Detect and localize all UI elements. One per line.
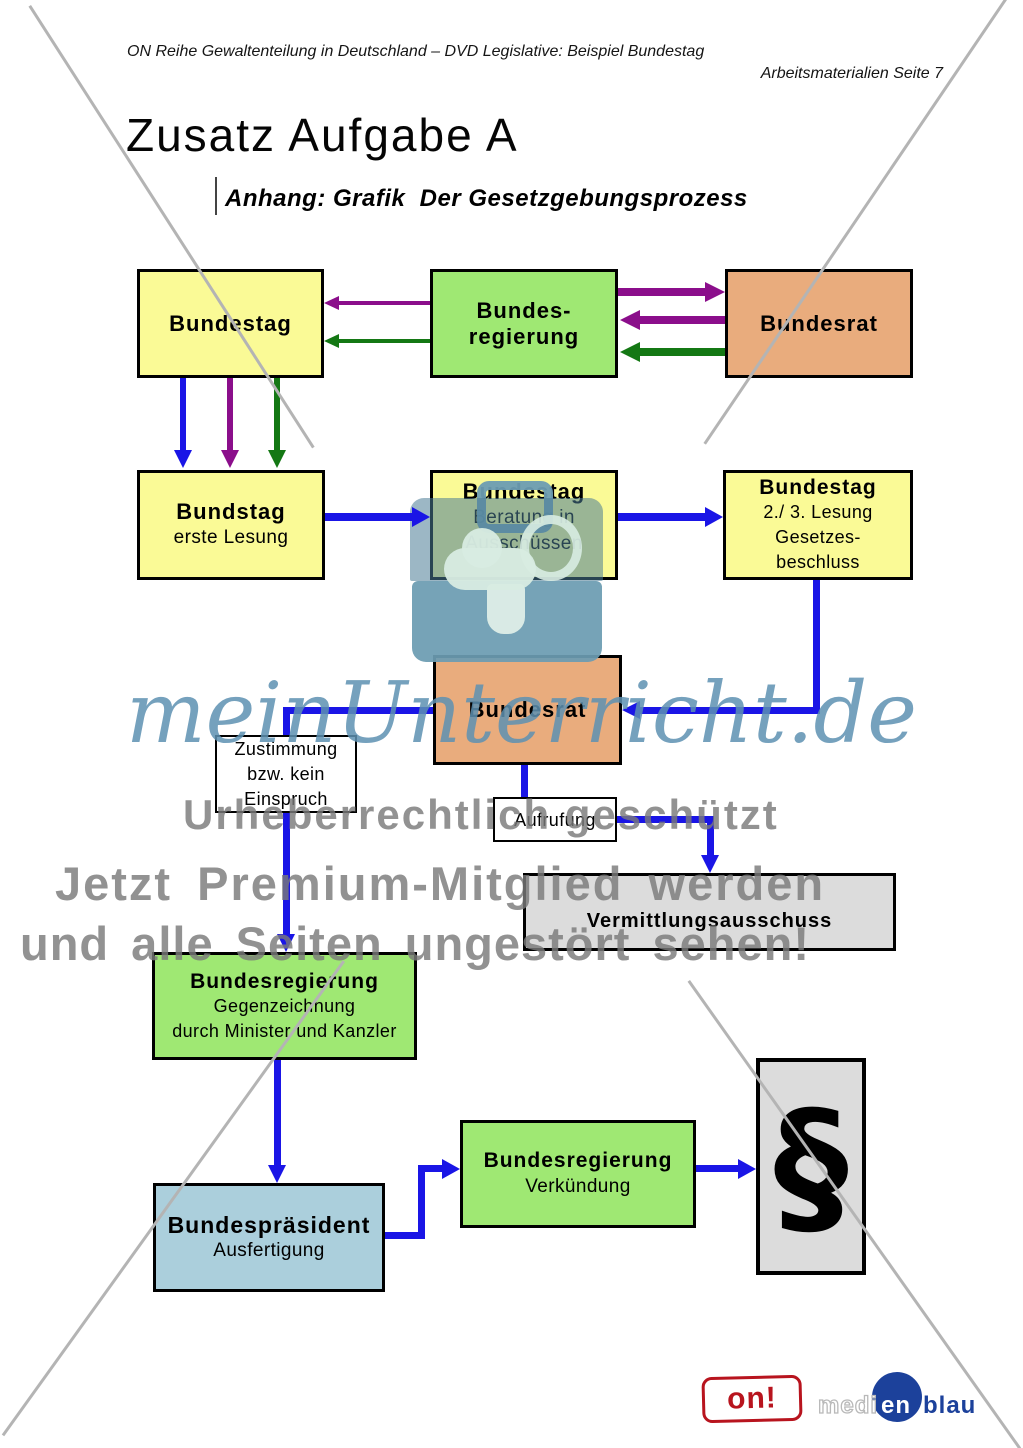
arrowhead-down-icon [277,934,295,952]
node-bundesregierung-verkuendung: Bundesregierung Verkündung [460,1120,696,1228]
node-vermittlungsausschuss: Vermittlungsausschuss [523,873,896,951]
node-aufrufung: Aufrufung [493,797,617,842]
node-paragraph: § [756,1058,866,1275]
medienblau-circle-icon [872,1372,922,1422]
section-subtitle: Anhang: Grafik Der Gesetzgebungsprozess [225,185,748,212]
watermark-line-2: Jetzt Premium-Mitglied werden [55,857,826,910]
cloud-icon [444,548,536,590]
padlock-ring-icon [520,515,582,581]
header-series-title: ON Reihe Gewaltenteilung in Deutschland … [127,43,705,60]
header-page-label: Arbeitsmaterialien Seite 7 [760,65,943,82]
arrowhead-right-icon [442,1159,460,1179]
node-bundesrat-mid: Bundesrat [433,655,622,765]
node-bundestag-top: Bundestag [137,269,324,378]
node-bundesregierung-gegenzeichnung: Bundesregierung Gegenzeichnung durch Min… [152,952,417,1060]
arrowhead-down-icon [701,855,719,873]
page-title: Zusatz Aufgabe A [126,109,519,161]
node-bundesrat-top: Bundesrat [725,269,913,378]
on-logo: on! [701,1374,803,1424]
watermark-script: meinUnterricht.de [126,664,917,762]
arrowhead-down-icon [268,1165,286,1183]
node-bundespraesident: Bundespräsident Ausfertigung [153,1183,385,1292]
diagonal-line-icon [28,5,315,449]
node-bundestag-lesung23: Bundestag 2./ 3. Lesung Gesetzes- beschl… [723,470,913,580]
node-bundesregierung-top: Bundes- regierung [430,269,618,378]
watermark-line-3: und alle Seiten ungestört sehen! [20,917,810,970]
node-zustimmung: Zustimmung bzw. kein Einspruch [215,735,357,813]
briefcase-clasp [487,584,525,634]
subtitle-rule [215,177,217,215]
node-bundstag-erste-lesung: Bundstag erste Lesung [137,470,325,580]
arrowhead-right-icon [738,1159,756,1179]
arrowhead-left-icon [622,701,640,719]
watermark-line-1: Urheberrechtlich geschützt [183,791,779,838]
